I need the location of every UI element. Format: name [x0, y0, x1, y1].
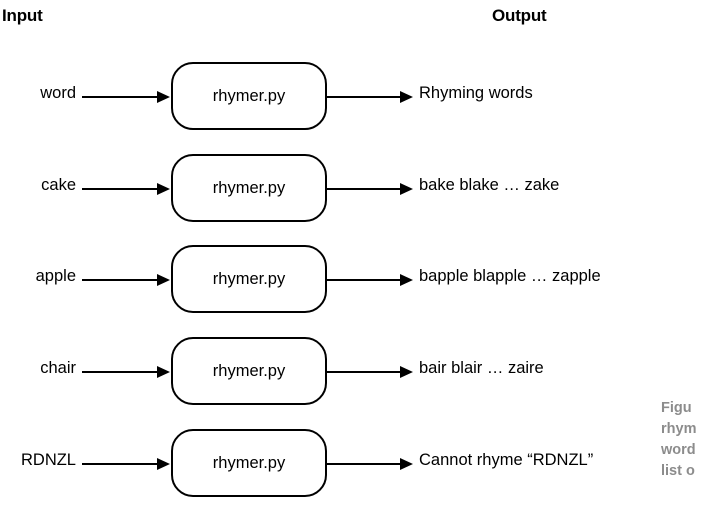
arrow-line: [82, 278, 158, 281]
process-box: rhymer.py: [171, 62, 327, 130]
process-box: rhymer.py: [171, 337, 327, 405]
arrow-line: [327, 95, 401, 98]
arrow-line: [82, 370, 158, 373]
diagram-row: apple rhymer.py bapple blapple … zapple: [0, 234, 715, 326]
arrow-line: [327, 462, 401, 465]
process-label: rhymer.py: [212, 86, 286, 105]
output-label: Cannot rhyme “RDNZL”: [419, 451, 594, 469]
figure-caption-line: list o: [661, 463, 695, 479]
arrow-head: [400, 182, 413, 195]
process-box: rhymer.py: [171, 245, 327, 313]
input-label: apple: [35, 267, 76, 285]
figure-caption-line: word: [661, 442, 696, 458]
arrow-head: [400, 365, 413, 378]
output-arrow-icon: [327, 457, 413, 470]
output-arrow-icon: [327, 365, 413, 378]
output-label: bake blake … zake: [419, 176, 560, 194]
arrow-line: [82, 462, 158, 465]
output-label: Rhyming words: [419, 84, 533, 102]
diagram-row: cake rhymer.py bake blake … zake: [0, 143, 715, 235]
arrow-head: [400, 273, 413, 286]
input-arrow-icon: [82, 457, 171, 470]
input-arrow-icon: [82, 273, 171, 286]
output-arrow-icon: [327, 182, 413, 195]
arrow-head: [157, 457, 170, 470]
input-label: cake: [41, 176, 76, 194]
diagram-row: chair rhymer.py bair blair … zaire: [0, 326, 715, 418]
input-arrow-icon: [82, 182, 171, 195]
figure-caption-line: Figu: [661, 400, 692, 416]
input-arrow-icon: [82, 90, 171, 103]
figure-caption-line: rhym: [661, 421, 697, 437]
process-label: rhymer.py: [212, 269, 286, 288]
process-box: rhymer.py: [171, 429, 327, 497]
arrow-line: [327, 187, 401, 190]
input-label: RDNZL: [20, 451, 76, 469]
output-label: bair blair … zaire: [419, 359, 544, 377]
arrow-line: [327, 370, 401, 373]
input-label: word: [40, 84, 76, 102]
process-label: rhymer.py: [212, 361, 286, 380]
arrow-head: [157, 365, 170, 378]
output-arrow-icon: [327, 273, 413, 286]
arrow-head: [157, 182, 170, 195]
arrow-line: [82, 95, 158, 98]
diagram-row: word rhymer.py Rhyming words: [0, 51, 715, 143]
process-box: rhymer.py: [171, 154, 327, 222]
arrow-line: [327, 278, 401, 281]
process-label: rhymer.py: [212, 178, 286, 197]
input-label: chair: [40, 359, 76, 377]
arrow-head: [157, 90, 170, 103]
column-header-output: Output: [492, 6, 547, 25]
arrow-head: [400, 457, 413, 470]
arrow-head: [157, 273, 170, 286]
process-label: rhymer.py: [212, 453, 286, 472]
input-arrow-icon: [82, 365, 171, 378]
diagram-row: RDNZL rhymer.py Cannot rhyme “RDNZL”: [0, 418, 715, 510]
figure-caption: Figu rhym word list o: [661, 398, 715, 482]
arrow-head: [400, 90, 413, 103]
output-arrow-icon: [327, 90, 413, 103]
arrow-line: [82, 187, 158, 190]
column-header-input: Input: [2, 6, 43, 25]
output-label: bapple blapple … zapple: [419, 267, 601, 285]
